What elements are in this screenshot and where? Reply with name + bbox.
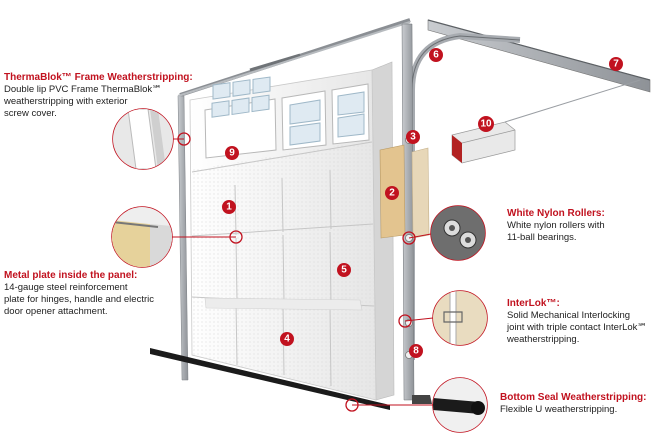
door-body: [189, 61, 395, 401]
detail-nylon-rollers: [430, 205, 486, 261]
marker-9-label: 9: [229, 148, 235, 159]
marker-6: 6: [429, 48, 443, 62]
callout-bottom-seal: Bottom Seal Weatherstripping: Flexible U…: [500, 392, 658, 416]
callout-thermablok-title: ThermaBlok™ Frame Weatherstripping:: [4, 72, 193, 83]
callout-metal-plate-body: 14-gauge steel reinforcement plate for h…: [4, 282, 154, 317]
seal-target-ring: [345, 398, 359, 412]
left-frame: [177, 21, 411, 381]
marker-8: 8: [409, 344, 423, 358]
marker-3: 3: [406, 130, 420, 144]
window-section: [204, 76, 370, 159]
roller-target-ring: [402, 231, 416, 245]
callout-bottom-seal-body: Flexible U weatherstripping.: [500, 404, 618, 415]
horizontal-track: [427, 19, 651, 93]
callout-thermablok-body: Double lip PVC Frame ThermaBlok℠ weather…: [4, 84, 162, 119]
frame-target-ring: [177, 132, 191, 146]
marker-1-label: 1: [226, 202, 232, 213]
callout-nylon-rollers: White Nylon Rollers: White nylon rollers…: [507, 208, 657, 244]
bottom-seal: [150, 348, 390, 410]
marker-4: 4: [280, 332, 294, 346]
callout-nylon-rollers-body: White nylon rollers with 11-ball bearing…: [507, 220, 605, 243]
garage-door-opener: [451, 79, 641, 164]
marker-5-label: 5: [341, 265, 347, 276]
callout-interlok-title: InterLok™:: [507, 298, 560, 309]
marker-9: 9: [225, 146, 239, 160]
callout-interlok: InterLok™: Solid Mechanical Interlocking…: [507, 298, 659, 346]
marker-6-label: 6: [433, 50, 439, 61]
marker-2: 2: [385, 186, 399, 200]
callout-thermablok: ThermaBlok™ Frame Weatherstripping: Doub…: [4, 72, 194, 120]
detail-thermablok: [112, 108, 174, 170]
marker-2-label: 2: [389, 188, 395, 199]
detail-interlok: [432, 290, 488, 346]
marker-5: 5: [337, 263, 351, 277]
marker-4-label: 4: [284, 334, 290, 345]
marker-1: 1: [222, 200, 236, 214]
marker-10: 10: [478, 116, 494, 132]
interlok-target-ring: [398, 314, 412, 328]
marker-7: 7: [609, 57, 623, 71]
callout-metal-plate-title: Metal plate inside the panel:: [4, 270, 138, 281]
marker-8-label: 8: [413, 346, 419, 357]
marker-10-label: 10: [480, 119, 492, 130]
detail-metal-plate: [111, 206, 173, 268]
marker-3-label: 3: [410, 132, 416, 143]
callout-interlok-body: Solid Mechanical Interlocking joint with…: [507, 310, 648, 345]
callout-nylon-rollers-title: White Nylon Rollers:: [507, 208, 605, 219]
callout-bottom-seal-title: Bottom Seal Weatherstripping:: [500, 392, 647, 403]
plate-target-ring: [229, 230, 243, 244]
marker-7-label: 7: [613, 59, 619, 70]
detail-bottom-seal: [432, 377, 488, 433]
callout-metal-plate: Metal plate inside the panel: 14-gauge s…: [4, 270, 184, 318]
